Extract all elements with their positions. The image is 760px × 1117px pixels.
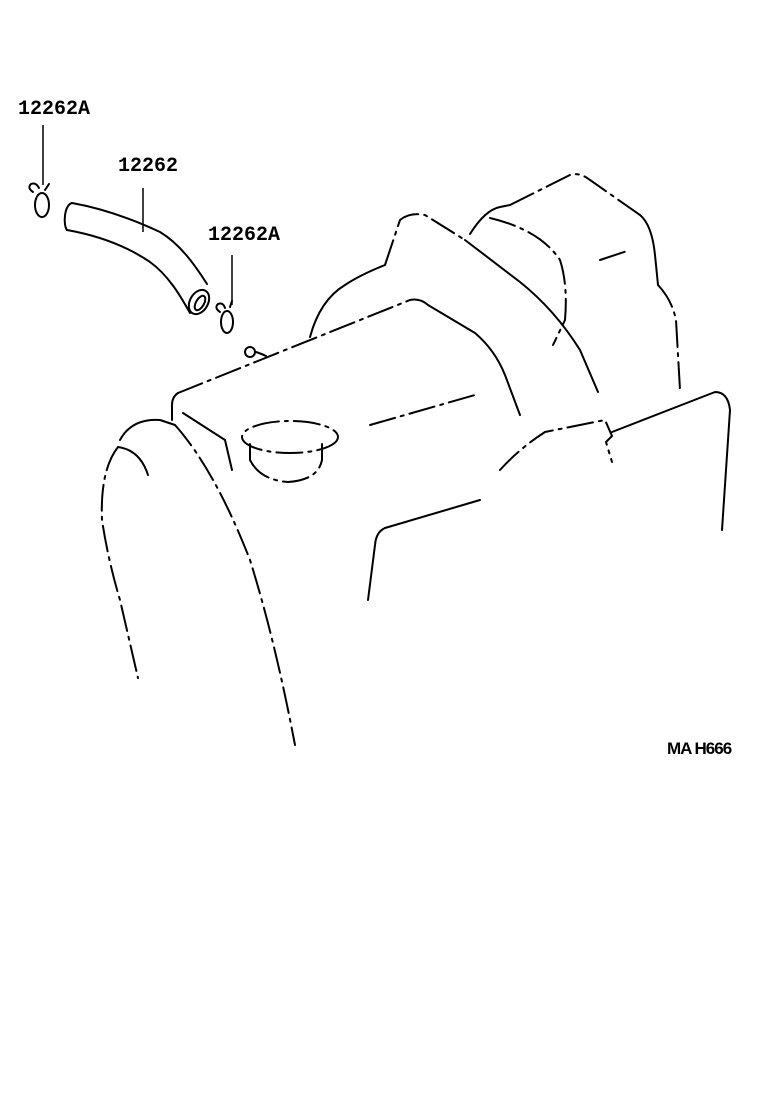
cylinder-head-cover	[100, 298, 731, 746]
hose-clip-left-icon	[28, 182, 50, 218]
hose-icon	[63, 202, 211, 316]
illustration-code: MA H666	[667, 739, 732, 758]
callout-label-clip-left: 12262A	[18, 98, 91, 121]
callout-label-hose: 12262	[118, 155, 179, 178]
hose-clip-right-icon	[215, 300, 234, 334]
pcv-fitting-icon	[244, 346, 267, 358]
intake-manifold	[309, 173, 681, 393]
callout-label-clip-right: 12262A	[208, 224, 281, 247]
